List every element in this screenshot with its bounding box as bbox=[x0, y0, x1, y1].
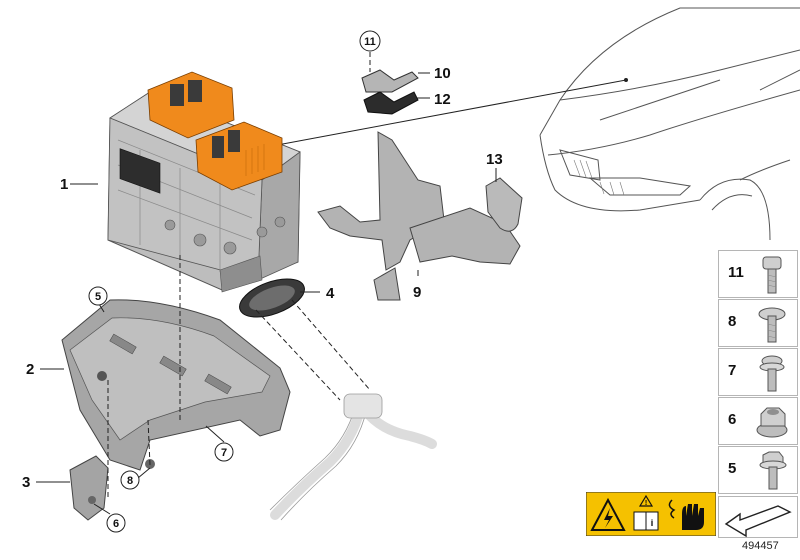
cable-holder bbox=[317, 131, 521, 301]
fastener-cell-6: 6 bbox=[718, 397, 798, 445]
coolant-hose-outline bbox=[269, 407, 367, 521]
svg-text:5: 5 bbox=[95, 291, 101, 303]
fastener-number: 5 bbox=[728, 460, 737, 477]
flange-screw-icon bbox=[758, 307, 786, 343]
svg-text:11: 11 bbox=[364, 36, 376, 48]
callout-part-8: 8 bbox=[120, 470, 140, 490]
hex-nut-icon bbox=[756, 407, 788, 438]
assembly-hint-box bbox=[718, 496, 798, 538]
fastener-cell-5: 5 bbox=[718, 446, 798, 494]
fastener-number: 7 bbox=[728, 362, 737, 379]
small-bracket bbox=[69, 455, 109, 521]
fastener-cell-7: 7 bbox=[718, 348, 798, 396]
fastener-cell-8: 8 bbox=[718, 299, 798, 347]
svg-text:7: 7 bbox=[221, 447, 227, 459]
coolant-hose bbox=[270, 405, 437, 520]
label-part-2: 2 bbox=[26, 361, 34, 378]
leader-lines bbox=[36, 72, 497, 515]
hex-flange-bolt-icon bbox=[759, 451, 787, 490]
leader-charger-to-car bbox=[271, 79, 627, 147]
torx-bolt-icon bbox=[762, 256, 782, 294]
car-location-dot bbox=[624, 78, 628, 82]
hose-connector bbox=[343, 393, 383, 419]
fastener-number: 11 bbox=[728, 264, 744, 281]
charger-unit bbox=[107, 91, 301, 293]
car-grille bbox=[573, 159, 625, 196]
label-part-12: 12 bbox=[434, 91, 451, 108]
svg-text:i: i bbox=[651, 518, 654, 528]
clamp bbox=[485, 177, 523, 232]
clip-lower bbox=[363, 91, 419, 115]
callout-part-11: 11 bbox=[359, 30, 381, 52]
svg-text:!: ! bbox=[645, 500, 647, 507]
callout-part-7: 7 bbox=[214, 442, 234, 462]
label-part-9: 9 bbox=[413, 284, 421, 301]
fastener-number: 6 bbox=[728, 411, 737, 428]
fastener-cell-11: 11 bbox=[718, 250, 798, 298]
high-voltage-warning-icon bbox=[590, 497, 626, 531]
label-part-1: 1 bbox=[60, 176, 68, 193]
label-part-10: 10 bbox=[434, 65, 451, 82]
svg-text:8: 8 bbox=[127, 475, 133, 487]
callout-part-6: 6 bbox=[106, 513, 126, 533]
orange-connector-upper bbox=[147, 71, 235, 139]
reference-number: 494457 bbox=[742, 540, 779, 552]
svg-text:6: 6 bbox=[113, 518, 119, 530]
label-part-3: 3 bbox=[22, 474, 30, 491]
mounting-bracket bbox=[61, 299, 291, 471]
callout-part-5: 5 bbox=[88, 286, 108, 306]
label-part-13: 13 bbox=[486, 151, 503, 168]
read-manual-icon: ! i bbox=[633, 494, 659, 531]
fastener-number: 8 bbox=[728, 313, 737, 330]
grommet bbox=[239, 278, 305, 318]
car-outline bbox=[539, 7, 800, 241]
torx-flange-bolt-icon bbox=[759, 355, 785, 392]
label-part-4: 4 bbox=[326, 285, 335, 302]
dashed-assembly-lines bbox=[107, 52, 371, 500]
gloves-icon bbox=[668, 499, 704, 530]
warning-badge: ! i bbox=[586, 492, 716, 536]
orange-connector-lower bbox=[195, 121, 283, 191]
clip-upper bbox=[361, 69, 419, 93]
